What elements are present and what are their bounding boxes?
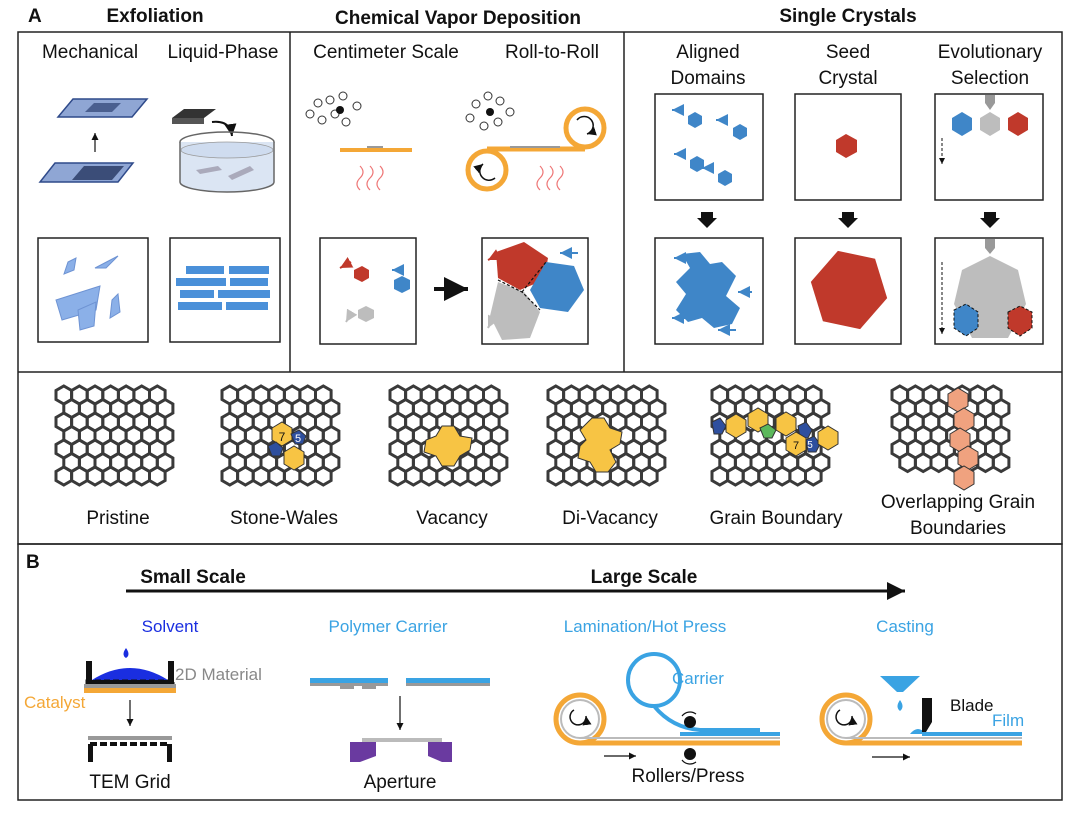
panel-b-letter: B xyxy=(26,552,40,573)
roll-to-roll-sketch xyxy=(465,91,607,192)
mechanical-exfoliation-sketch xyxy=(38,98,149,183)
lattice-block xyxy=(54,384,175,487)
lamination-label: Lamination/Hot Press xyxy=(564,617,727,636)
single-crystals-title: Single Crystals xyxy=(779,6,916,27)
aligned-down-arrow xyxy=(697,212,717,228)
seed-label-2: Crystal xyxy=(818,68,877,89)
rollers-label: Rollers/Press xyxy=(632,766,745,787)
blade-label: Blade xyxy=(950,696,993,715)
evo-initial-domains xyxy=(939,95,1028,164)
seed-down-arrow xyxy=(838,212,858,228)
aligned-label-1: Aligned xyxy=(676,42,739,63)
mechanical-label: Mechanical xyxy=(42,42,138,63)
roll-to-roll-label: Roll-to-Roll xyxy=(505,42,599,63)
aperture-label: Aperture xyxy=(364,772,437,793)
centimeter-scale-sketch xyxy=(305,91,412,191)
exfoliation-title: Exfoliation xyxy=(106,6,203,27)
evo-label-2: Selection xyxy=(951,68,1029,89)
panel-a-letter: A xyxy=(28,6,42,27)
overlapping-label-2: Boundaries xyxy=(910,518,1006,539)
pristine-label: Pristine xyxy=(86,508,149,529)
seed-crystal-large xyxy=(810,250,888,330)
liquid-phase-sketch xyxy=(172,109,275,193)
lamination-sketch xyxy=(553,652,780,765)
aligned-initial-box xyxy=(654,93,764,201)
evo-down-arrow xyxy=(980,212,1000,228)
polymer-carrier-label: Polymer Carrier xyxy=(328,617,447,636)
liquid-phase-label: Liquid-Phase xyxy=(168,42,279,63)
di-vacancy-label: Di-Vacancy xyxy=(562,508,658,529)
defect-highlights: 7 5 7 5 xyxy=(267,387,979,491)
tem-grid-label: TEM Grid xyxy=(89,772,170,793)
film-label: Film xyxy=(992,711,1024,730)
vacancy-label: Vacancy xyxy=(416,508,488,529)
stone-wales-label: Stone-Wales xyxy=(230,508,338,529)
carrier-label: Carrier xyxy=(672,669,724,688)
cvd-grown-domains xyxy=(487,242,584,340)
2d-material-label: 2D Material xyxy=(175,665,262,684)
evo-result-domains xyxy=(939,239,1033,338)
mechanical-flakes xyxy=(55,255,121,331)
cvd-initial-domains xyxy=(339,256,410,323)
sw-ring-5: 5 xyxy=(295,433,301,445)
casting-sketch xyxy=(819,676,1022,761)
gb-ring-7: 7 xyxy=(793,440,799,452)
solvent-label: Solvent xyxy=(142,617,199,636)
seed-label-1: Seed xyxy=(826,42,870,63)
aligned-initial-domains xyxy=(672,104,747,186)
large-scale-label: Large Scale xyxy=(591,567,698,588)
panel-b-frame xyxy=(17,543,1063,801)
aligned-label-2: Domains xyxy=(671,68,746,89)
grain-boundary-label: Grain Boundary xyxy=(709,508,843,529)
polymer-carrier-sketch xyxy=(310,678,490,762)
liquid-phase-stacks xyxy=(176,266,270,310)
cvd-title: Chemical Vapor Deposition xyxy=(335,8,581,29)
tem-transfer-sketch xyxy=(84,648,176,762)
defect-lattices xyxy=(54,384,1011,487)
catalyst-label: Catalyst xyxy=(24,693,86,712)
aligned-merged-domain xyxy=(672,252,752,336)
sw-ring-7: 7 xyxy=(279,430,286,444)
centimeter-scale-label: Centimeter Scale xyxy=(313,42,459,63)
small-scale-label: Small Scale xyxy=(140,567,246,588)
overlapping-label-1: Overlapping Grain xyxy=(881,492,1035,513)
evo-label-1: Evolutionary xyxy=(938,42,1043,63)
gb-ring-5: 5 xyxy=(807,440,813,451)
evo-initial-box xyxy=(934,93,1044,201)
seed-crystal-small xyxy=(836,134,857,158)
casting-label: Casting xyxy=(876,617,934,636)
